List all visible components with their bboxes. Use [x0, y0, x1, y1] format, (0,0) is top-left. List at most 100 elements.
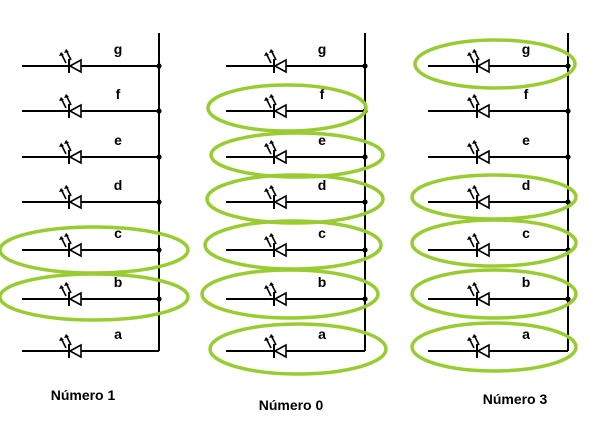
emission-arrowhead: [467, 285, 472, 289]
emission-arrowhead: [64, 233, 69, 237]
emission-arrowhead: [59, 236, 64, 240]
led-diode-icon: [467, 334, 490, 359]
segment-row-f: f: [428, 86, 571, 119]
diode-triangle: [476, 291, 490, 307]
segment-row-e: e: [428, 132, 571, 165]
segment-row-g: g: [226, 41, 368, 74]
segment-row-b: b: [226, 274, 368, 307]
emission-arrowhead: [472, 282, 477, 286]
emission-arrowhead: [59, 52, 64, 56]
highlight-ellipse-g: [413, 38, 577, 90]
junction-dot: [156, 296, 162, 302]
emission-arrowhead: [59, 188, 64, 192]
led-diode-icon: [59, 140, 82, 165]
highlight-ellipse-b: [200, 268, 380, 320]
junction-dot: [156, 199, 162, 205]
diode-triangle: [273, 103, 287, 119]
diode-triangle: [273, 58, 287, 74]
diode-triangle: [273, 194, 287, 210]
junction-dot: [362, 296, 368, 302]
emission-arrowhead: [472, 140, 477, 144]
emission-arrowhead: [59, 285, 64, 289]
diode-triangle: [68, 291, 82, 307]
emission-arrowhead: [64, 140, 69, 144]
junction-dot: [362, 154, 368, 160]
diode-triangle: [68, 103, 82, 119]
junction-dot: [362, 247, 368, 253]
segment-label-f: f: [524, 86, 529, 102]
emission-arrowhead: [64, 334, 69, 338]
segment-row-a: a: [226, 326, 365, 359]
diode-triangle: [273, 291, 287, 307]
segment-row-d: d: [428, 177, 571, 210]
led-diode-icon: [467, 49, 490, 74]
led-diode-icon: [59, 49, 82, 74]
segment-row-a: a: [428, 326, 568, 359]
highlight-ellipse-a: [410, 321, 578, 373]
led-diode-icon: [467, 233, 490, 258]
led-diode-icon: [264, 334, 287, 359]
emission-arrowhead: [269, 282, 274, 286]
emission-arrowhead: [64, 282, 69, 286]
segment-label-b: b: [114, 274, 123, 290]
segment-row-e: e: [22, 132, 162, 165]
junction-dot: [565, 296, 571, 302]
panel-caption: Número 1: [51, 387, 116, 403]
junction-dot: [565, 108, 571, 114]
segment-label-d: d: [522, 177, 531, 193]
segment-label-g: g: [522, 41, 531, 57]
segment-label-b: b: [318, 274, 327, 290]
segment-row-f: f: [22, 86, 162, 119]
highlight-ellipse-d: [410, 173, 578, 221]
emission-arrowhead: [472, 233, 477, 237]
emission-arrowhead: [467, 337, 472, 341]
segment-row-d: d: [226, 177, 368, 210]
highlight-ellipse-b: [0, 272, 190, 322]
emission-arrowhead: [269, 185, 274, 189]
segment-row-a: a: [22, 326, 159, 359]
segment-label-g: g: [114, 41, 123, 57]
panel-caption: Número 3: [483, 391, 548, 407]
segment-label-a: a: [114, 326, 122, 342]
emission-arrowhead: [264, 285, 269, 289]
segment-label-d: d: [114, 177, 123, 193]
segment-row-b: b: [428, 274, 571, 307]
emission-arrowhead: [269, 233, 274, 237]
junction-dot: [156, 63, 162, 69]
emission-arrowhead: [59, 337, 64, 341]
emission-arrowhead: [467, 52, 472, 56]
emission-arrowhead: [59, 97, 64, 101]
segment-label-f: f: [116, 86, 121, 102]
diode-triangle: [476, 58, 490, 74]
emission-arrowhead: [264, 52, 269, 56]
emission-arrowhead: [64, 49, 69, 53]
segment-row-f: f: [226, 86, 368, 119]
emission-arrowhead: [472, 94, 477, 98]
emission-arrowhead: [467, 143, 472, 147]
highlight-ellipse-c: [203, 219, 383, 271]
led-diode-icon: [59, 94, 82, 119]
segment-label-f: f: [320, 86, 325, 102]
diode-triangle: [476, 242, 490, 258]
led-diode-icon: [59, 282, 82, 307]
diode-triangle: [476, 343, 490, 359]
segment-label-c: c: [318, 225, 326, 241]
emission-arrowhead: [59, 143, 64, 147]
emission-arrowhead: [264, 97, 269, 101]
led-diode-icon: [467, 94, 490, 119]
junction-dot: [156, 154, 162, 160]
highlight-ellipse-e: [209, 131, 385, 179]
segment-label-e: e: [114, 132, 122, 148]
junction-dot: [565, 199, 571, 205]
emission-arrowhead: [264, 188, 269, 192]
segment-row-b: b: [22, 274, 162, 307]
led-diode-icon: [264, 233, 287, 258]
emission-arrowhead: [64, 185, 69, 189]
junction-dot: [156, 108, 162, 114]
emission-arrowhead: [269, 49, 274, 53]
led-diode-icon: [264, 185, 287, 210]
segment-label-e: e: [318, 132, 326, 148]
